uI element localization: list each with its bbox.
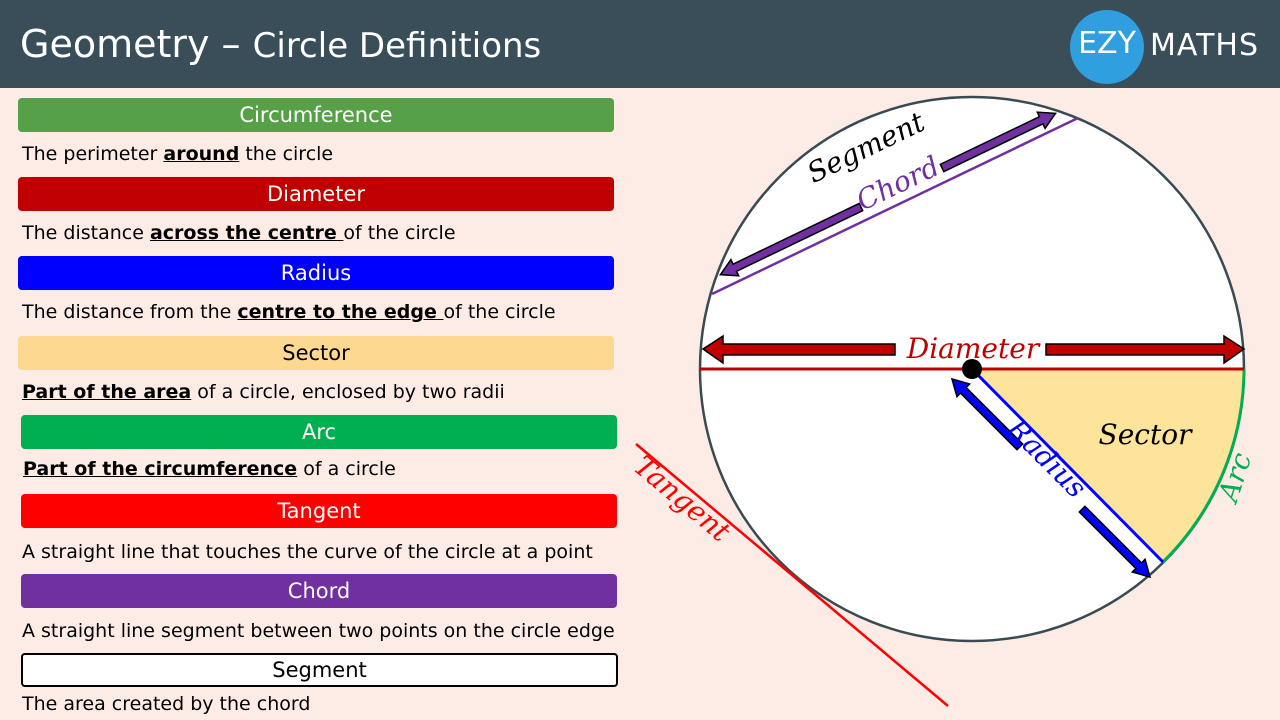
definition-text: The distance — [22, 222, 150, 244]
definition-emphasis: Part of the circumference — [23, 458, 298, 480]
page-title: Geometry – Circle Definitions — [20, 22, 541, 66]
radius-line — [970, 367, 1165, 564]
segment-arrow — [719, 111, 1057, 277]
term-bar-sector: Sector — [18, 336, 614, 370]
definition-text: A straight line segment between two poin… — [22, 620, 615, 642]
definition-emphasis: around — [163, 143, 240, 165]
term-bar-arc: Arc — [21, 415, 617, 449]
definition-emphasis: centre to the edge — [237, 301, 444, 323]
diameter-right-arrow — [1045, 334, 1246, 365]
definition-text: A straight line that touches the curve o… — [22, 541, 593, 563]
header-bar: Geometry – Circle Definitions EZY MATHS — [0, 0, 1280, 88]
arc-line — [1161, 368, 1246, 564]
definition-text: of the circle — [343, 222, 456, 244]
definition-sector: Part of the area of a circle, enclosed b… — [22, 381, 505, 403]
term-label: Diameter — [266, 182, 366, 206]
logo-ezy-text: EZY — [1078, 26, 1136, 61]
definition-text: The area created by the chord — [22, 693, 311, 715]
definition-emphasis: Part of the area — [22, 381, 192, 403]
sector-label: Sector — [1099, 418, 1194, 451]
definition-text: The distance from the — [22, 301, 238, 323]
title-main: Geometry – — [20, 22, 253, 66]
diameter-label: Diameter — [906, 332, 1041, 365]
definition-tangent: A straight line that touches the curve o… — [22, 541, 593, 563]
term-label: Segment — [272, 658, 367, 682]
definition-segment: The area created by the chord — [22, 693, 310, 715]
definition-text: of a circle — [297, 458, 396, 480]
definition-diameter: The distance across the centre of the ci… — [22, 222, 456, 244]
tangent-line — [635, 443, 949, 707]
term-bar-diameter: Diameter — [18, 177, 614, 211]
term-label: Tangent — [277, 499, 361, 523]
logo-circle — [1070, 10, 1144, 84]
definition-text: The perimeter — [22, 143, 164, 165]
sector-region — [972, 369, 1244, 562]
definition-circumference: The perimeter around the circle — [22, 143, 333, 165]
definition-text: the circle — [239, 143, 334, 165]
term-bar-segment: Segment — [21, 653, 618, 687]
term-bar-radius: Radius — [18, 256, 614, 290]
diameter-left-arrow — [701, 334, 896, 365]
term-bar-circumference: Circumference — [18, 98, 614, 132]
definition-emphasis: across the centre — [149, 222, 344, 244]
term-label: Sector — [282, 341, 350, 365]
title-sub: Circle Definitions — [252, 26, 542, 66]
centre-point — [962, 359, 982, 379]
logo-maths-text: MATHS — [1150, 28, 1260, 63]
term-label: Circumference — [239, 103, 393, 127]
radius-arrow — [950, 377, 1152, 579]
term-label: Arc — [301, 420, 337, 444]
definition-arc: Part of the circumference of a circle — [23, 458, 396, 480]
chord-line — [711, 116, 1079, 296]
term-bar-chord: Chord — [21, 574, 617, 608]
term-label: Chord — [287, 579, 351, 603]
definition-chord: A straight line segment between two poin… — [22, 620, 615, 642]
term-label: Radius — [280, 261, 352, 285]
term-bar-tangent: Tangent — [21, 494, 617, 528]
definition-text: of the circle — [443, 301, 556, 323]
definition-radius: The distance from the centre to the edge… — [22, 301, 556, 323]
definition-text: of a circle, enclosed by two radii — [191, 381, 505, 403]
